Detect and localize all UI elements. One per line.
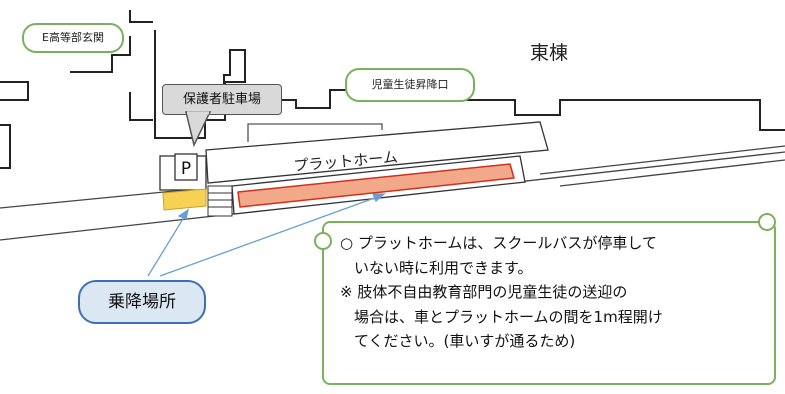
- student-entrance-pill: 児童生徒昇降口: [345, 68, 475, 102]
- parking-sign: [174, 153, 198, 181]
- building-far-left: [0, 81, 29, 169]
- building-left-wing: [70, 10, 153, 121]
- building-outline: [154, 30, 785, 139]
- bus-stop-zone: [237, 163, 515, 208]
- pickup-arrows: [147, 193, 386, 277]
- east-building-label: 東棟: [530, 42, 569, 64]
- note-line-5: てください。(車いすが通るため): [354, 332, 576, 350]
- platform: [205, 121, 549, 184]
- note-scroll-curl-left: [314, 232, 332, 250]
- parking-symbol: P: [181, 159, 191, 179]
- steps: [207, 185, 233, 217]
- note-line-3: ※ 肢体不自由教育部門の児童生徒の送迎の: [340, 283, 628, 301]
- note-line-4: 場合は、車とプラットホームの間を1m程開け: [354, 307, 663, 326]
- pickup-zone: [162, 188, 207, 211]
- pickup-location-badge: 乗降場所: [78, 280, 206, 324]
- note-box: ○ プラットホームは、スクールバスが停車して いない時に利用できます。 ※ 肢体…: [322, 221, 776, 385]
- road-right-upper: [539, 145, 785, 175]
- road-edge-upper: [0, 187, 206, 209]
- parking-callout: 保護者駐車場: [162, 84, 282, 115]
- note-line-2: いない時に利用できます。: [354, 258, 533, 277]
- note-line-1: ○ プラットホームは、スクールバスが停車して: [340, 234, 657, 252]
- note-scroll-curl-top: [758, 213, 776, 231]
- canopy-outline: [247, 123, 383, 142]
- callout-pointer: [185, 111, 212, 148]
- road-right-lower: [559, 159, 785, 187]
- e-entrance-pill: E高等部玄関: [22, 23, 124, 53]
